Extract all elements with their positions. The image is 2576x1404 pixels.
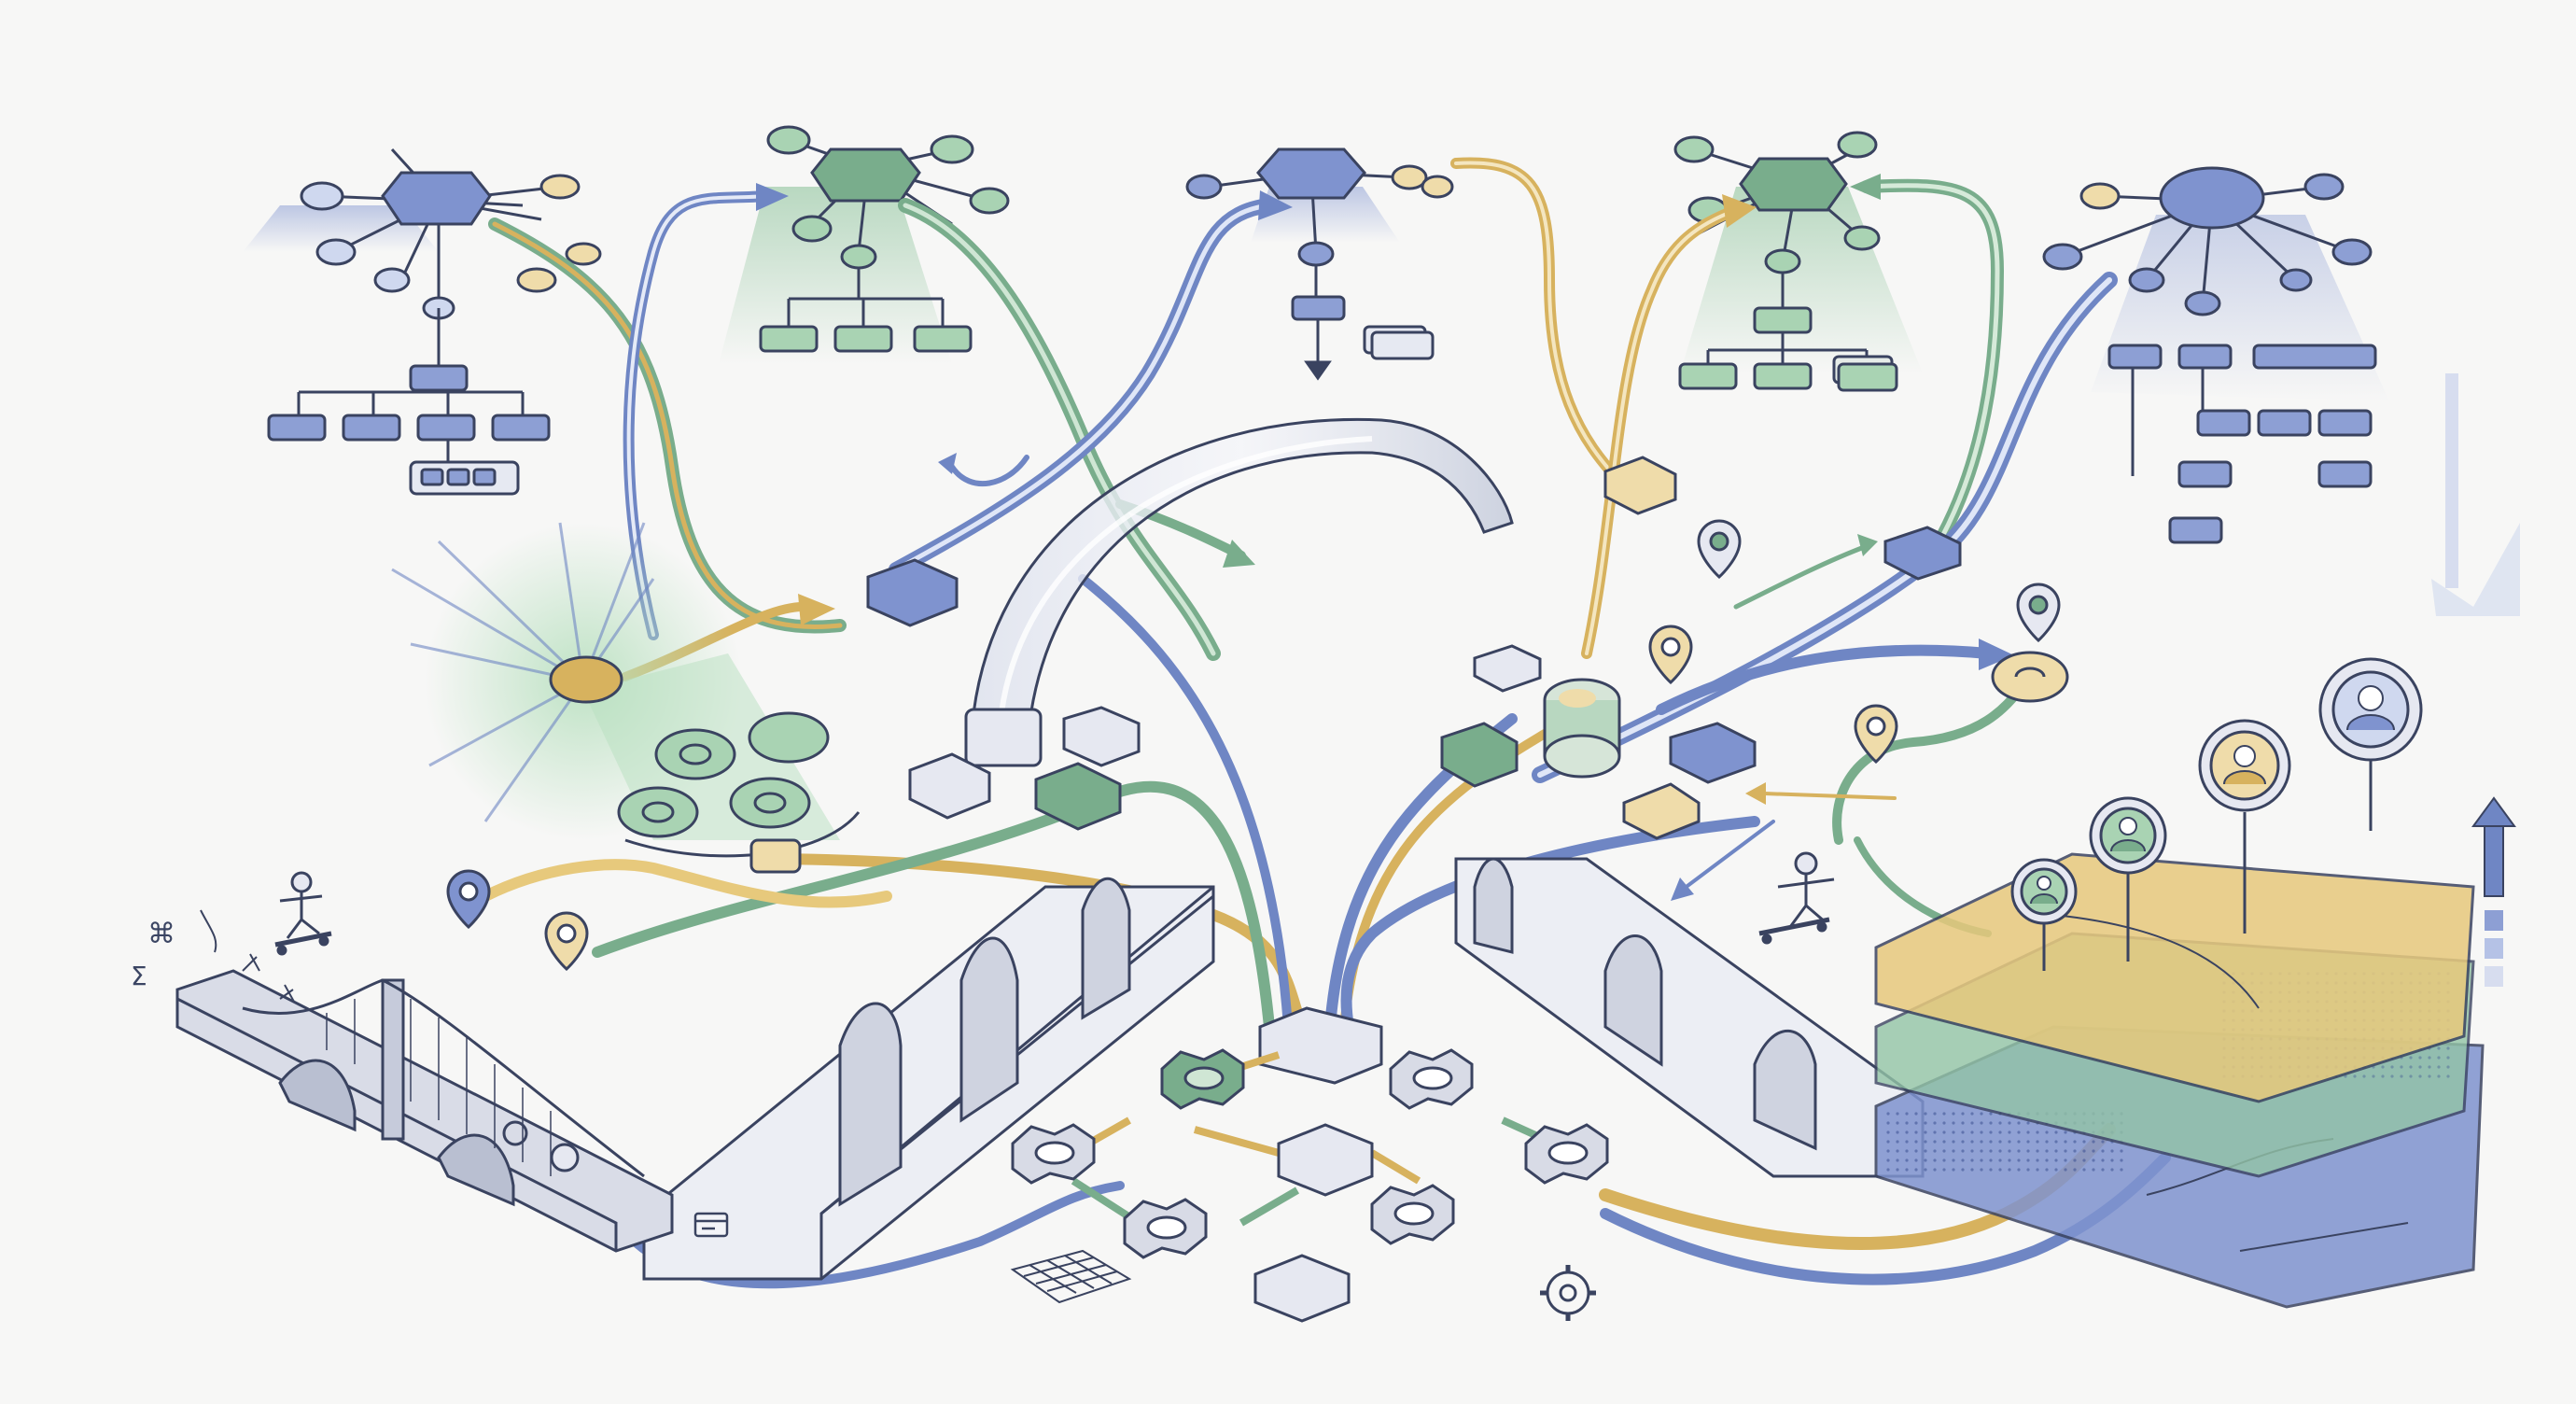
glass-arch xyxy=(964,417,1514,767)
pin-icon-green-2 xyxy=(2016,583,2061,643)
aqueduct-left xyxy=(642,878,1215,1281)
hub-top-center-left xyxy=(719,125,1010,364)
burst-center-node xyxy=(549,655,623,704)
gear-left xyxy=(1011,1123,1096,1185)
coin-node-right xyxy=(1991,651,2069,703)
suspension-bridge xyxy=(175,969,674,1253)
layer-stack xyxy=(1874,852,2485,1309)
pin-icon-gold xyxy=(544,911,589,972)
user-avatar-medium xyxy=(2089,796,2167,962)
gear-bottom-left xyxy=(1123,1198,1208,1259)
hub-top-center xyxy=(1185,147,1454,381)
vertical-scale-bar xyxy=(2431,373,2520,616)
small-gear-icon xyxy=(1540,1265,1596,1321)
compass-icon xyxy=(550,1143,580,1172)
command-glyph: ⌘ xyxy=(147,918,175,950)
sigma-glyph: Σ xyxy=(131,961,147,991)
central-blocks xyxy=(866,456,2069,840)
skater-figure-right xyxy=(1758,851,1835,945)
user-avatar-large xyxy=(2198,719,2291,934)
window-icon xyxy=(693,1212,729,1238)
skater-figure-left xyxy=(200,871,332,1003)
gear-center xyxy=(1277,1123,1374,1197)
gear-green xyxy=(1160,1048,1245,1110)
map-pins xyxy=(446,519,2061,972)
pin-icon-gold-3 xyxy=(1854,704,1898,765)
hub-top-center-right xyxy=(1673,131,1923,392)
user-icon xyxy=(502,1120,528,1146)
gear-network xyxy=(1010,1006,1609,1323)
hub-hexagon xyxy=(381,171,492,226)
left-burst xyxy=(391,522,861,874)
aqueduct-right xyxy=(1454,857,1925,1178)
gear-right xyxy=(1524,1123,1609,1185)
hub-top-left xyxy=(243,147,602,496)
hub-top-right xyxy=(2042,166,2520,616)
grid-icon xyxy=(1010,1249,1132,1304)
avatars xyxy=(2010,657,2423,971)
gear-bottom-right xyxy=(1370,1184,1455,1245)
up-arrow-icon xyxy=(2471,796,2516,987)
pin-icon-gold-2 xyxy=(1648,625,1693,685)
user-avatar-small xyxy=(2010,858,2078,971)
pin-icon-green-1 xyxy=(1697,519,1742,580)
gear-top-right xyxy=(1389,1048,1474,1110)
pin-icon-blue xyxy=(446,869,491,930)
user-avatar-top xyxy=(2318,657,2423,831)
